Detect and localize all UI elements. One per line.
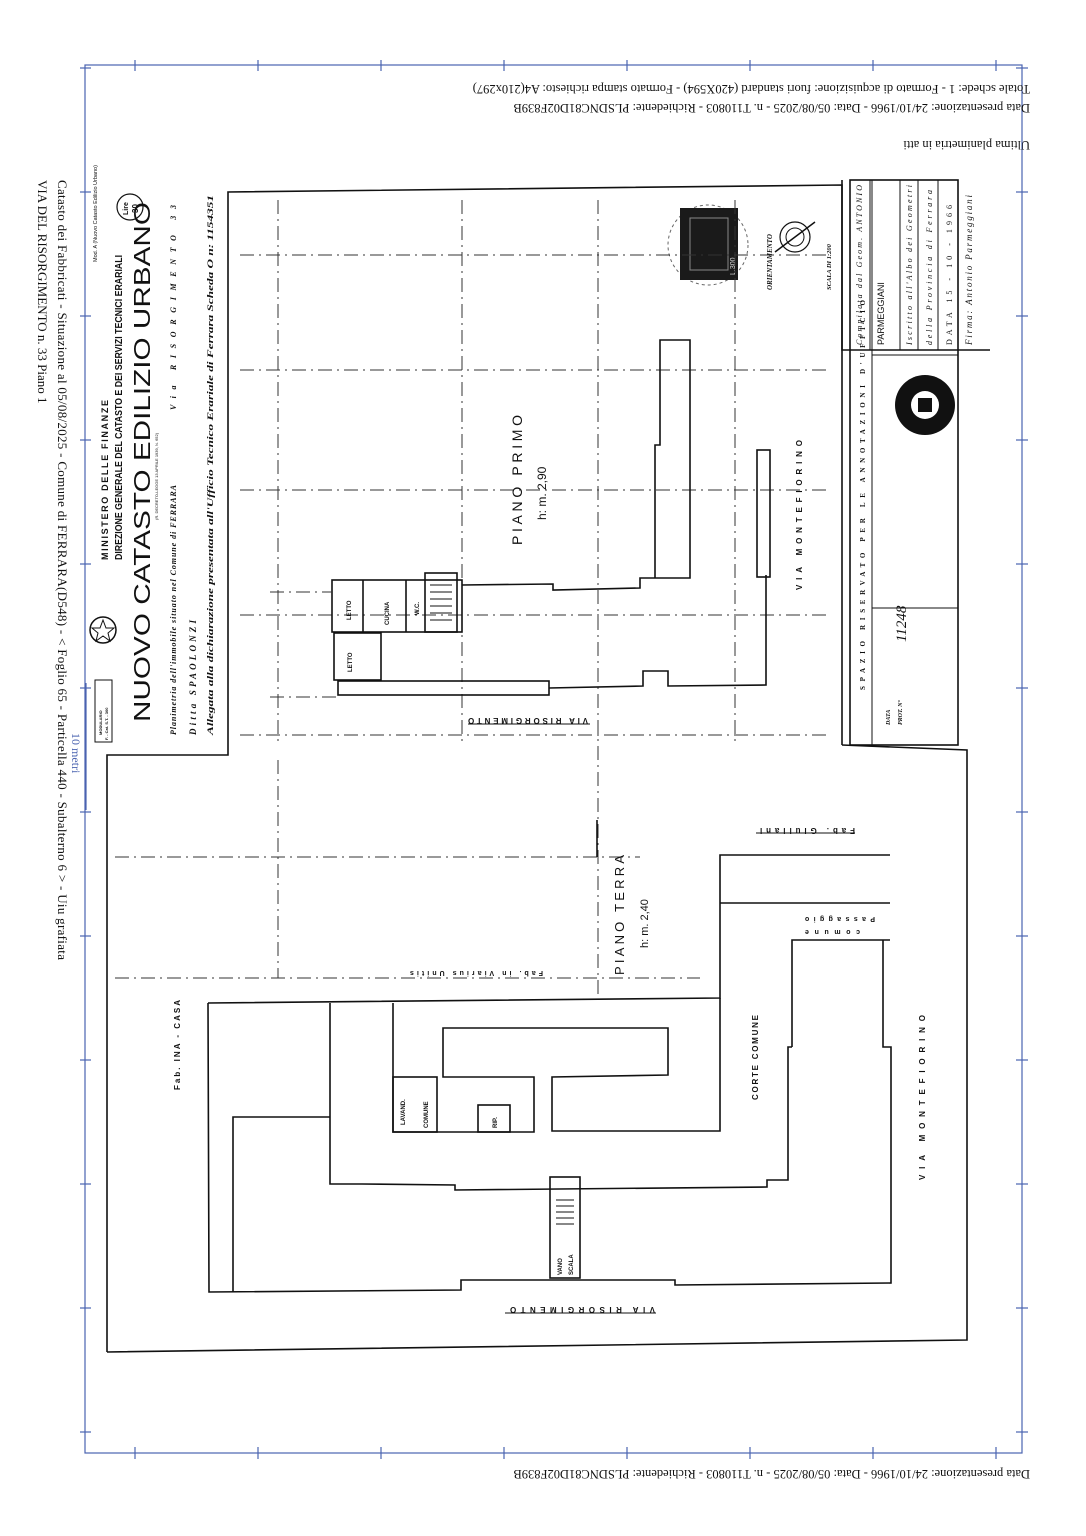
piano-terra-label: PIANO TERRA	[612, 855, 627, 975]
street-via-risorgimento-lower: VIA RISORGIMENTO	[510, 1305, 655, 1314]
office-seal-stamp	[895, 375, 955, 435]
street-via-montefiorino-upper: VIA MONTEFIORINO	[795, 440, 804, 590]
street-via-montefiorino-lower: VIA MONTEFIORINO	[918, 1015, 927, 1180]
blue-sheet-frame	[80, 60, 1028, 1459]
stairs-icon	[430, 584, 452, 621]
svg-text:30: 30	[131, 204, 140, 213]
room-ripostiglio: RIP.	[493, 1117, 499, 1128]
room-letto-2: LETTO	[348, 652, 354, 672]
svg-text:F. - Cat. S.T. - 300: F. - Cat. S.T. - 300	[104, 707, 109, 740]
first-floor-plan: LETTO CUCINA W.C. LETTO PIANO PRIMO h: m…	[270, 339, 804, 725]
svg-text:Lire: Lire	[123, 202, 130, 215]
sheet-format-note: Totale schede: 1 - Formato di acquisizio…	[473, 82, 1030, 96]
compiler-surname: PARMEGGIANI	[876, 282, 886, 345]
via-line: Via RISORGIMENTO 33	[169, 205, 178, 410]
compiler-province: della Provincia di Ferrara	[925, 190, 934, 345]
situation-text: Catasto dei Fabbricati - Situazione al 0…	[55, 180, 70, 960]
revenue-price-badge: Lire 30	[116, 193, 144, 221]
location-line: Planimetria dell'immobile situato nel Co…	[169, 484, 178, 735]
modulario-box: MODULARIO F. - Cat. S.T. - 300	[94, 679, 113, 743]
fab-ina-casa-label: Fab. INA - CASA	[173, 1000, 182, 1090]
compiler-name: Compilata dal Geom. ANTONIO	[855, 185, 864, 345]
piano-primo-height: h: m. 2,90	[535, 466, 549, 520]
ground-stairs-icon	[556, 1199, 574, 1225]
directorate-title: DIREZIONE GENERALE DEL CATASTO E DEI SER…	[114, 255, 125, 560]
scale-bar-label: 10 metri	[69, 733, 83, 774]
presentation-note: Data presentazione: 24/10/1966 - Data: 0…	[513, 101, 1030, 115]
compiler-signature: Firma: Antonio Parmeggiani	[964, 195, 974, 346]
allegata-line: Allegata alla dichiarazione presentata a…	[206, 195, 215, 737]
ditta-line: Ditta SPAOLONZI	[188, 620, 198, 736]
passaggio-label-2: comune	[805, 928, 860, 935]
compiler-block: Compilata dal Geom. ANTONIO PARMEGGIANI …	[841, 180, 990, 351]
form-header: Mod. A (Nuovo Catasto Edilizio Urbano) L…	[89, 165, 215, 743]
republic-emblem-icon	[89, 616, 117, 644]
grid-lines	[115, 200, 830, 1000]
annotation-date-label: DATA	[886, 710, 892, 726]
room-letto-1: LETTO	[347, 600, 353, 620]
passaggio-label-1: Passaggio	[805, 915, 875, 922]
office-annotations-box: SPAZIO RISERVATO PER LE ANNOTAZIONI D'UF…	[849, 179, 959, 746]
scale-bar: 10 metri	[69, 683, 87, 810]
annotation-prot-label: PROT. N°	[897, 700, 904, 725]
room-scala: SCALA	[569, 1254, 575, 1275]
fab-unitis-label: Fab. in Viarius Unitis	[410, 969, 543, 976]
drawing-frame	[106, 184, 968, 1353]
orientation-label: ORIENTAMENTO	[766, 234, 774, 290]
room-vano: VANO	[558, 1258, 564, 1275]
room-wc: W.C.	[415, 602, 421, 615]
address-text: VIA DEL RISORGIMENTO n. 33 Piano 1	[35, 180, 50, 404]
annotations-title: SPAZIO RISERVATO PER LE ANNOTAZIONI D'UF…	[859, 299, 867, 690]
piano-primo-label: PIANO PRIMO	[509, 415, 525, 545]
north-compass-icon	[774, 221, 816, 253]
ground-floor-plan: PIANO TERRA h: m. 2,40 LAVAND. COMUNE RI…	[173, 820, 927, 1314]
svg-text:L.300: L.300	[730, 257, 737, 275]
street-via-risorgimento-upper: VIA RISORGIMENTO	[468, 716, 588, 725]
room-comune: COMUNE	[424, 1101, 430, 1128]
corte-comune-label: CORTE COMUNE	[751, 1014, 760, 1100]
compiler-register: Iscritto all'Albo dei Geometri	[905, 185, 914, 346]
fab-giuliani-label: Fab. Giuliani	[760, 826, 855, 835]
ministry-title: MINISTERO DELLE FINANZE	[100, 400, 110, 560]
piano-terra-height: h: m. 2,40	[639, 899, 651, 948]
scale-ratio: SCALA DI 1:200	[826, 243, 833, 290]
svg-text:MODULARIO: MODULARIO	[98, 710, 103, 735]
document-title: NUOVO CATASTO EDILIZIO URBANO	[129, 202, 155, 722]
model-label: Mod. A (Nuovo Catasto Edilizio Urbano)	[93, 165, 99, 262]
room-lavanderia: LAVAND.	[401, 1099, 407, 1125]
room-cucina: CUCINA	[385, 601, 391, 625]
last-plan-note: Ultima planimetria in atti	[903, 138, 1030, 152]
decree-reference: (R. DECRETO-LEGGE 13 APRILE 1939, N. 652…	[154, 432, 159, 520]
footer-presentation: Data presentazione: 24/10/1966 - Data: 0…	[513, 1467, 1030, 1481]
revenue-stamp: L.300	[667, 204, 749, 286]
protocol-number: 11248	[894, 605, 910, 642]
compiler-date: DATA 15 - 10 - 1966	[945, 205, 954, 345]
